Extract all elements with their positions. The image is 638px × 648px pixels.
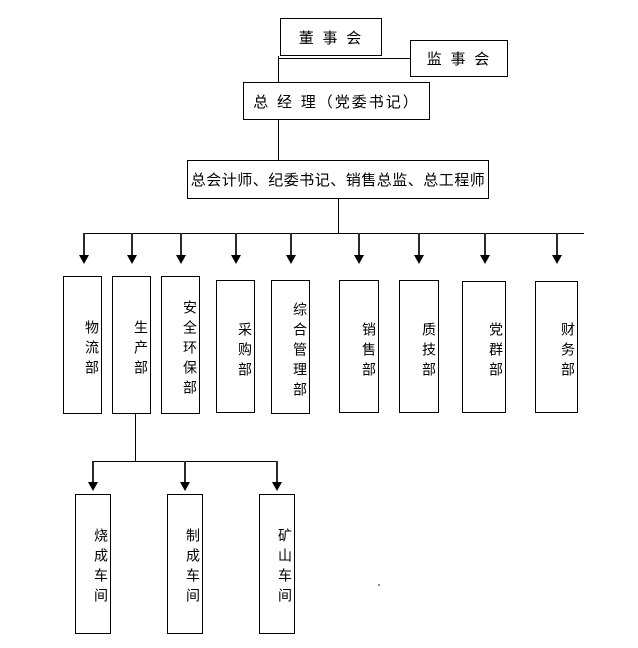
connector-board-to-gm: [278, 56, 279, 82]
connector-department-bus: [83, 233, 584, 234]
node-department-quality-technology-label: 质技部: [420, 321, 436, 382]
node-supervisory-board: 监 事 会: [410, 40, 508, 77]
node-department-production-label: 生产部: [132, 320, 148, 380]
node-workshop-manufacturing-label: 制成车间: [184, 528, 200, 608]
node-supervisory-board-label: 监 事 会: [426, 50, 492, 68]
node-department-party-mass-affairs-label: 党群部: [487, 322, 503, 382]
node-department-finance: 财务部: [535, 281, 578, 413]
arrow-stem-workshop-3: [276, 461, 278, 484]
arrow-head-workshop-1: [88, 482, 98, 491]
node-department-general-management-label: 综合管理部: [291, 302, 307, 402]
arrow-head-dept-8: [480, 255, 490, 264]
arrow-head-dept-1: [79, 255, 89, 264]
node-department-sales: 销售部: [339, 280, 379, 413]
node-workshop-mining-label: 矿山车间: [276, 528, 292, 608]
connector-gm-to-executives: [278, 120, 279, 160]
arrow-stem-workshop-1: [92, 461, 94, 484]
node-general-manager-label: 总 经 理（党委书记）: [253, 92, 420, 111]
node-board-of-directors: 董 事 会: [280, 18, 382, 56]
node-executives-label: 总会计师、纪委书记、销售总监、总工程师: [190, 171, 486, 189]
arrow-head-dept-3: [176, 255, 186, 264]
arrow-head-dept-2: [127, 255, 137, 264]
node-workshop-mining: 矿山车间: [259, 494, 295, 634]
node-department-logistics: 物流部: [63, 276, 102, 414]
arrow-stem-dept-3: [180, 233, 182, 257]
arrow-stem-workshop-2: [184, 461, 186, 484]
node-department-safety-environment: 安全环保部: [161, 276, 200, 414]
node-board-of-directors-label: 董 事 会: [298, 28, 364, 47]
node-department-party-mass-affairs: 党群部: [462, 281, 506, 413]
arrow-stem-dept-1: [83, 233, 85, 257]
node-workshop-calcining: 烧成车间: [75, 494, 111, 634]
node-department-finance-label: 财务部: [559, 322, 575, 382]
connector-board-to-supervisory: [278, 58, 410, 59]
node-general-manager: 总 经 理（党委书记）: [243, 82, 430, 120]
connector-production-to-workshop-bus: [135, 414, 136, 462]
arrow-stem-dept-2: [131, 233, 133, 257]
node-department-purchasing-label: 采购部: [236, 321, 252, 382]
node-department-safety-environment-label: 安全环保部: [181, 300, 197, 400]
arrow-stem-dept-9: [556, 233, 558, 257]
arrow-head-dept-7: [414, 255, 424, 264]
node-department-quality-technology: 质技部: [399, 280, 439, 413]
node-workshop-manufacturing: 制成车间: [167, 494, 203, 634]
arrow-head-dept-6: [354, 255, 364, 264]
arrow-head-workshop-2: [180, 482, 190, 491]
node-department-production: 生产部: [112, 276, 151, 414]
arrow-head-workshop-3: [272, 482, 282, 491]
arrow-stem-dept-4: [235, 233, 237, 257]
arrow-head-dept-4: [231, 255, 241, 264]
arrow-head-dept-5: [286, 255, 296, 264]
scan-artifact-speck: [378, 584, 380, 586]
node-department-general-management: 综合管理部: [271, 280, 310, 414]
node-workshop-calcining-label: 烧成车间: [92, 528, 108, 608]
node-department-sales-label: 销售部: [360, 321, 376, 382]
arrow-stem-dept-6: [358, 233, 360, 257]
node-department-purchasing: 采购部: [216, 280, 255, 413]
arrow-stem-dept-7: [418, 233, 420, 257]
node-executives: 总会计师、纪委书记、销售总监、总工程师: [187, 160, 489, 199]
arrow-head-dept-9: [552, 255, 562, 264]
arrow-stem-dept-5: [290, 233, 292, 257]
connector-executives-to-bus: [338, 199, 339, 233]
node-department-logistics-label: 物流部: [83, 320, 99, 380]
arrow-stem-dept-8: [484, 233, 486, 257]
